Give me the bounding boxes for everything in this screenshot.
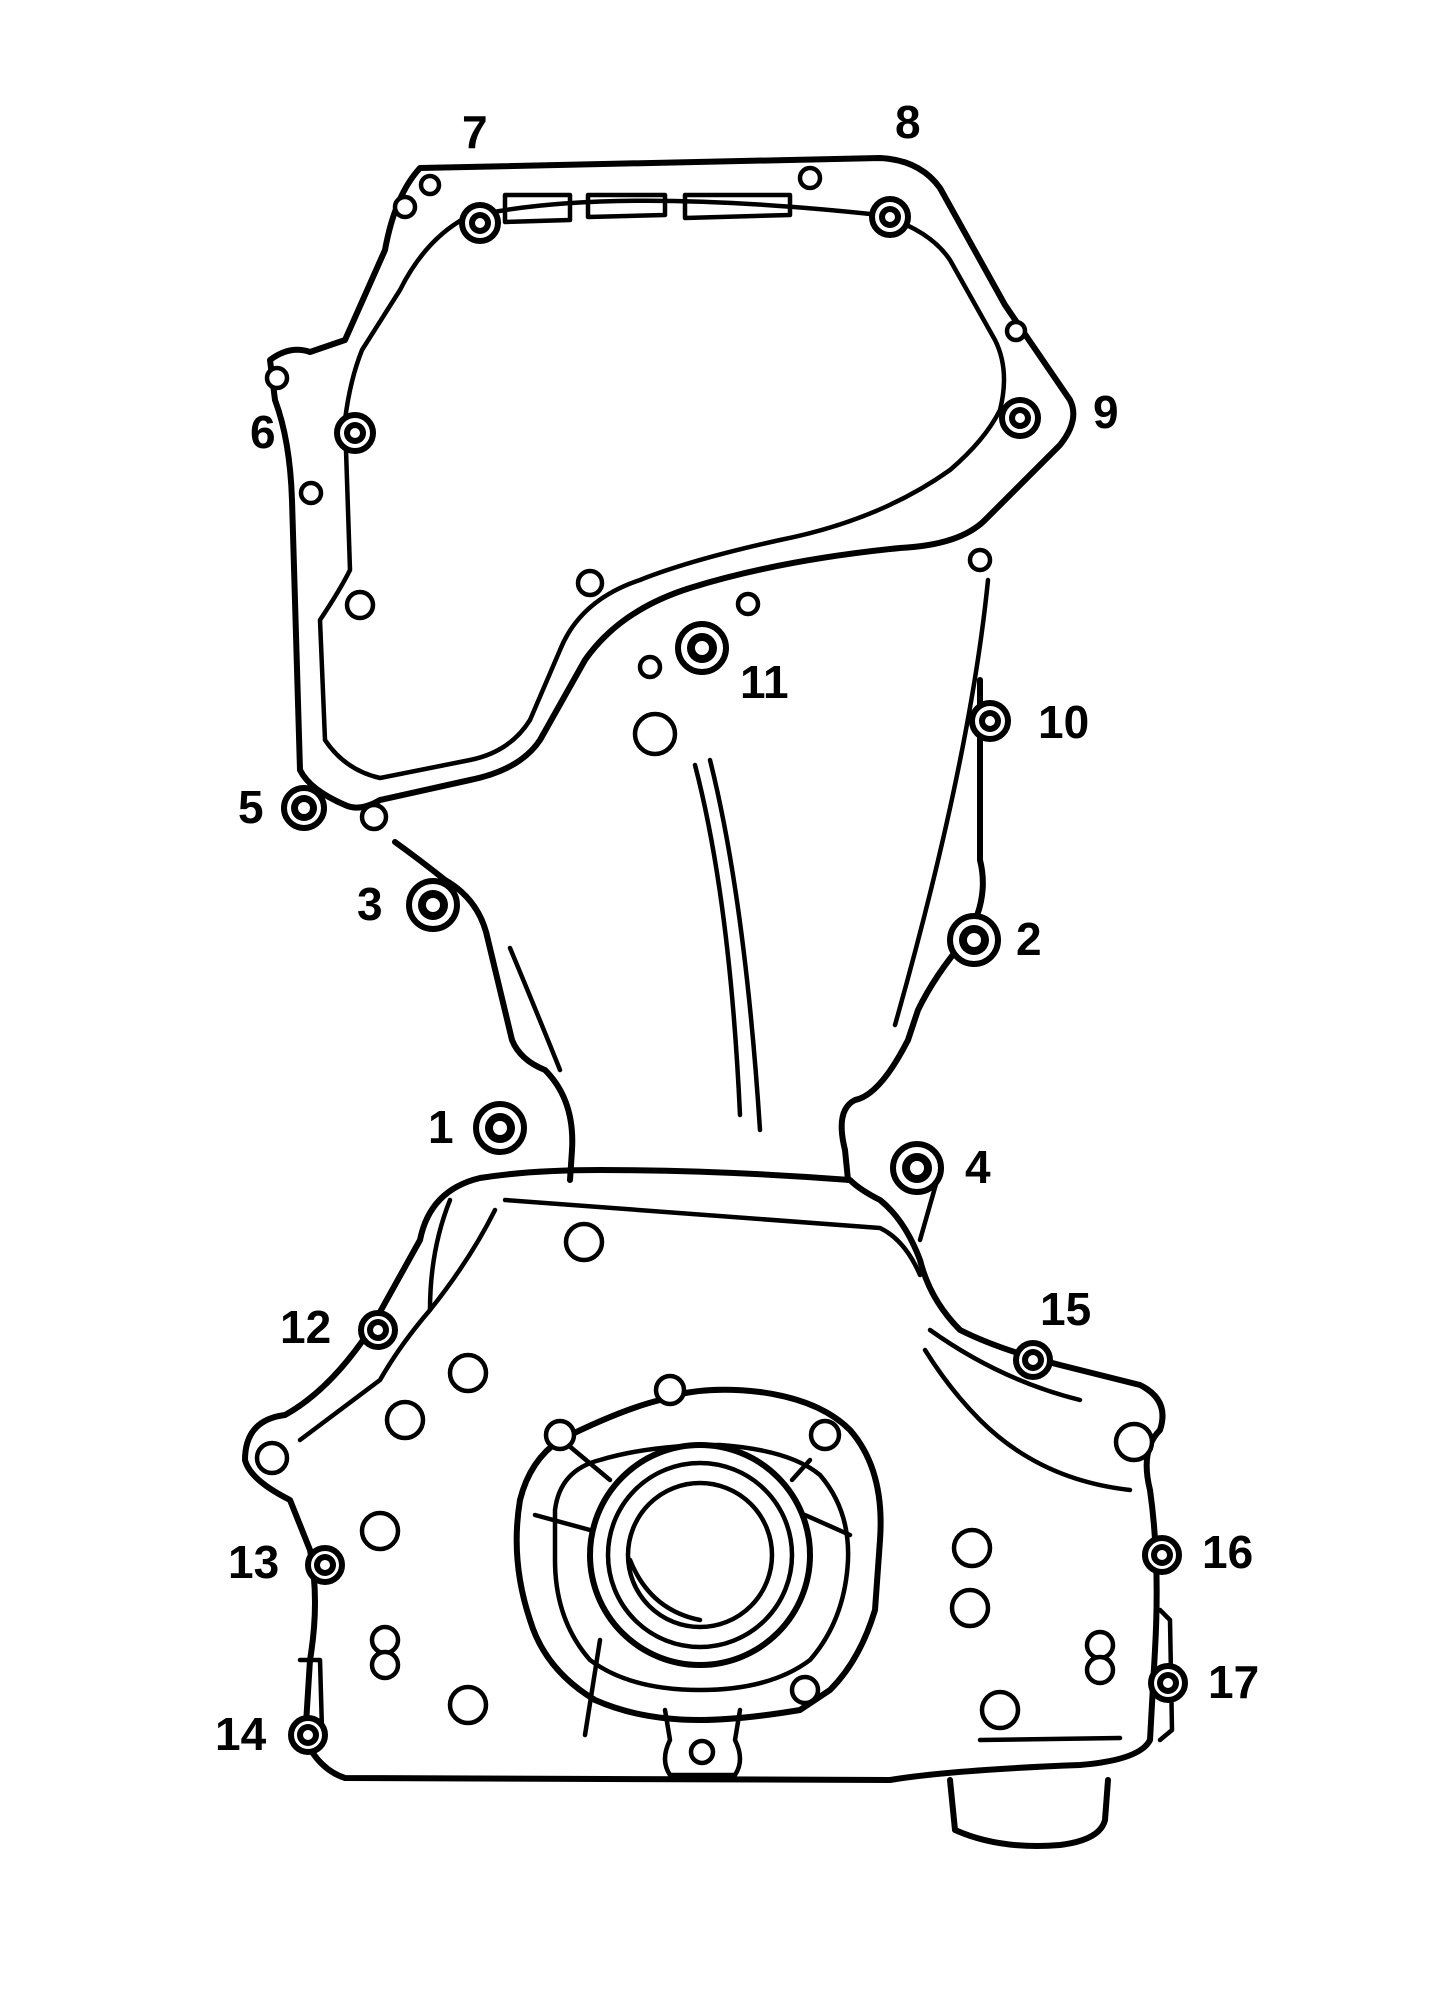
- callout-14: 14: [215, 1708, 267, 1760]
- bolt-3: [406, 878, 460, 932]
- oil-pump-inner-ring: [552, 1442, 851, 1693]
- oil-pan-lip: [947, 1777, 1111, 1849]
- callout-16: 16: [1202, 1526, 1253, 1578]
- pump-rib: [789, 1457, 813, 1483]
- lug-hole: [1004, 319, 1028, 343]
- callout-11: 11: [740, 656, 789, 708]
- cover-hole: [384, 1399, 426, 1441]
- lug-hole: [298, 480, 324, 506]
- bolt-1: [473, 1101, 527, 1155]
- callout-3: 3: [357, 878, 383, 930]
- pump-tab-hole: [789, 1674, 821, 1706]
- callout-5: 5: [238, 781, 264, 833]
- callout-17: 17: [1208, 1656, 1259, 1708]
- callout-10: 10: [1038, 696, 1089, 748]
- middle-body-left-edge: [392, 839, 576, 1183]
- callout-9: 9: [1093, 386, 1119, 438]
- lug-hole: [575, 568, 605, 598]
- pump-tab-hole: [653, 1373, 687, 1407]
- cover-hole: [1084, 1629, 1116, 1661]
- callout-1: 1: [428, 1101, 454, 1153]
- lower-cover-inner-right: [927, 1327, 1083, 1403]
- pump-bottom-tab-hole: [688, 1738, 716, 1766]
- cover-hole: [359, 1510, 401, 1552]
- lower-cover-inner-left: [427, 1197, 453, 1313]
- pump-tab-hole: [543, 1418, 577, 1452]
- oil-pump-housing: [513, 1386, 884, 1723]
- upper-cover-outline: [267, 155, 1077, 811]
- cover-hole: [951, 1527, 993, 1569]
- callout-2: 2: [1016, 913, 1042, 965]
- pump-rib: [802, 1512, 853, 1538]
- lug-hole: [392, 194, 418, 220]
- lug-hole: [967, 547, 993, 573]
- lug-hole: [632, 711, 678, 757]
- lug-hole: [418, 173, 442, 197]
- middle-inner-line: [692, 762, 743, 1118]
- cover-hole: [1113, 1421, 1155, 1463]
- cover-hole: [254, 1440, 290, 1476]
- pump-tab-hole: [808, 1418, 842, 1452]
- top-slot: [585, 192, 668, 220]
- lug-hole: [637, 654, 663, 680]
- pump-bottom-tab: [662, 1707, 743, 1778]
- bolt-9: [999, 397, 1041, 439]
- bolt-11: [675, 621, 729, 675]
- lug-hole: [344, 589, 376, 621]
- bolt-2: [947, 913, 1001, 967]
- cover-hole: [369, 1649, 401, 1681]
- bolt-6: [334, 412, 376, 454]
- lug-hole: [797, 165, 823, 191]
- top-slot: [502, 192, 573, 225]
- middle-inner-line: [707, 757, 763, 1133]
- cover-hole: [369, 1624, 401, 1656]
- cover-hole: [563, 1221, 605, 1263]
- cover-hole: [1084, 1654, 1116, 1686]
- lower-cover-top-edge: [502, 1197, 923, 1278]
- pump-rib: [532, 1512, 593, 1533]
- cover-hole: [979, 1689, 1021, 1731]
- crankshaft-seal-outer: [587, 1442, 813, 1668]
- bolt-16: [1142, 1535, 1182, 1575]
- crankshaft-seal-arc: [627, 1557, 703, 1623]
- lug-hole: [359, 802, 389, 832]
- middle-inner-line: [892, 577, 991, 1028]
- upper-cover-inner-outline: [317, 198, 1007, 781]
- lug-hole: [264, 365, 290, 391]
- top-slot: [682, 192, 793, 221]
- middle-inner-line: [507, 945, 563, 1073]
- bolt-8: [869, 196, 911, 238]
- oil-pan-lip-line: [977, 1735, 1123, 1743]
- bolts: [281, 196, 1188, 1755]
- pump-rib: [582, 1637, 603, 1738]
- bolt-5: [281, 785, 327, 831]
- crankshaft-seal-inner: [625, 1480, 775, 1630]
- cover-hole: [447, 1684, 489, 1726]
- middle-body-right-edge: [838, 677, 986, 1183]
- pump-rib: [565, 1442, 613, 1483]
- callout-12: 12: [280, 1301, 331, 1353]
- crankshaft-seal-middle: [605, 1460, 795, 1650]
- lower-cover-outline: [242, 1167, 1166, 1783]
- callout-6: 6: [250, 406, 276, 458]
- callout-4: 4: [965, 1141, 991, 1193]
- lower-cover-inner-left: [297, 1207, 498, 1443]
- lug-hole: [735, 591, 761, 617]
- bolt-10: [969, 700, 1011, 742]
- cover-hole: [949, 1587, 991, 1629]
- callout-8: 8: [895, 96, 921, 148]
- bolt-14: [288, 1715, 328, 1755]
- bolt-12: [358, 1310, 398, 1350]
- callout-13: 13: [228, 1536, 279, 1588]
- bolt-15: [1013, 1340, 1053, 1380]
- bolt-7: [459, 202, 501, 244]
- bolt-17: [1148, 1663, 1188, 1703]
- lower-cover-inner-right: [922, 1347, 1133, 1493]
- cover-hole: [447, 1352, 489, 1394]
- callout-7: 7: [462, 106, 488, 158]
- bolt-13: [305, 1545, 345, 1585]
- callout-15: 15: [1040, 1283, 1091, 1335]
- bolt-4: [890, 1141, 944, 1195]
